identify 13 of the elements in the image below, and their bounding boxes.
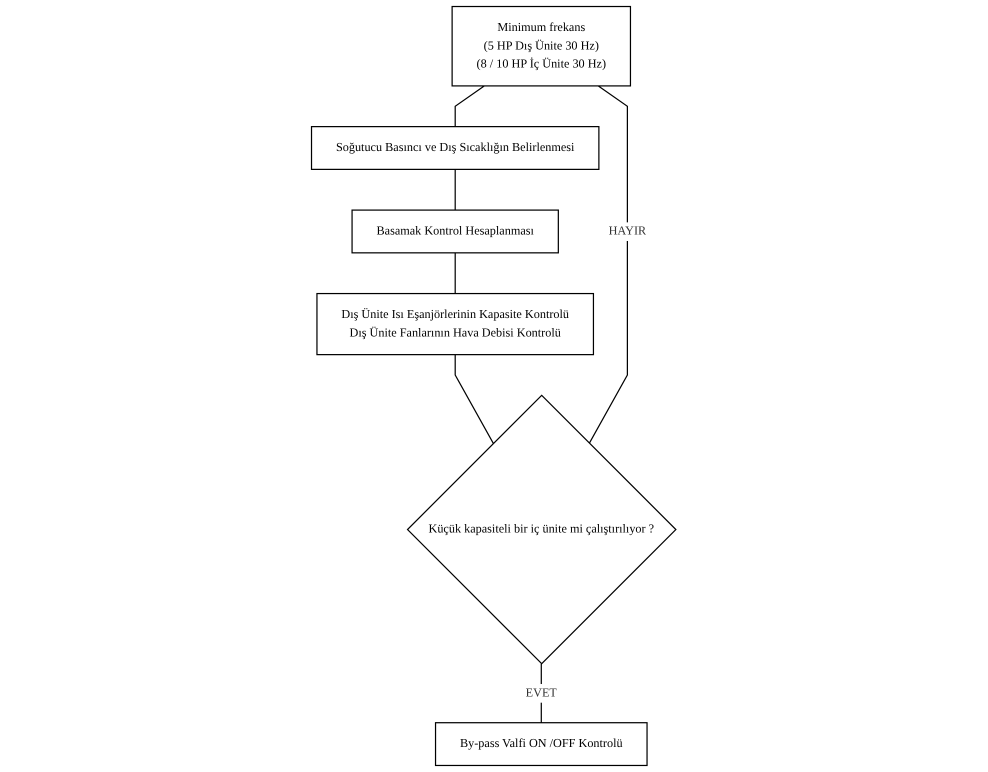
connector bbox=[454, 354, 494, 444]
node-box: Basamak Kontrol Hesaplanması bbox=[352, 209, 560, 254]
connector bbox=[454, 252, 456, 294]
connector bbox=[589, 85, 628, 444]
node-box: By-pass Valfi ON /OFF Kontrolü bbox=[435, 722, 648, 766]
edge-label: HAYIR bbox=[608, 224, 646, 238]
node-box: Soğutucu Basıncı ve Dış Sıcaklığın Belirlenmesi bbox=[311, 126, 600, 170]
node-box: Minimum frekans (5 HP Dış Ünite 30 Hz) (8 / 10 HP İç Ünite 30 Hz) bbox=[452, 6, 632, 87]
node-box: Dış Ünite Isı Eşanjörlerinin Kapasite Kontrolü Dış Ünite Fanlarının Hava Debisi Kontrolü bbox=[316, 292, 594, 356]
connector bbox=[454, 85, 486, 127]
connector bbox=[454, 169, 456, 210]
node-diamond: Küçük kapasiteli bir iç ünite mi çalıştırılıyor ? bbox=[406, 394, 678, 665]
edge-label: EVET bbox=[526, 686, 558, 700]
